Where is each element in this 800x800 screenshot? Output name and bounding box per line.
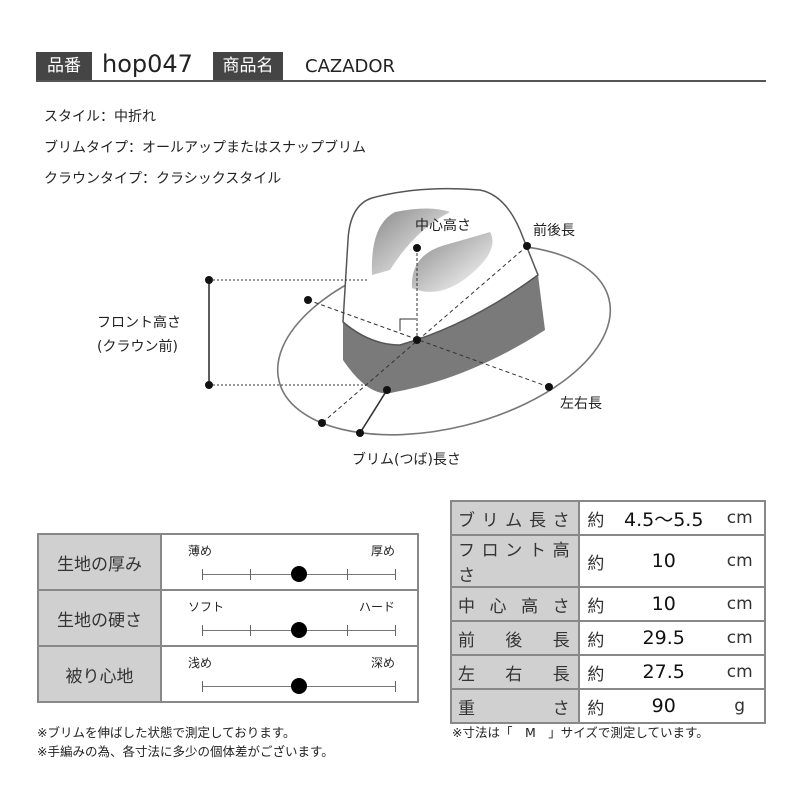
scale-tick	[202, 569, 203, 580]
product-name: CAZADOR	[305, 56, 396, 77]
fabric-label: 生地の厚み	[37, 533, 162, 591]
size-unit: cm	[715, 534, 766, 588]
scale-tick	[250, 625, 252, 636]
size-label: 重さ	[450, 688, 580, 724]
size-row: 左右長 約 27.5 cm	[450, 654, 766, 690]
fabric-scale: 浅め 深め	[160, 645, 419, 703]
fabric-label: 生地の硬さ	[37, 589, 162, 647]
scale-tick	[202, 681, 203, 692]
scale-marker	[290, 678, 307, 694]
note-size: ※寸法は「 M 」サイズで測定しています。	[452, 725, 709, 740]
size-unit: cm	[715, 654, 766, 690]
scale-tick	[395, 681, 396, 692]
header-divider	[36, 80, 766, 82]
size-value: 10	[612, 534, 716, 588]
label-front-back: 前後長	[533, 223, 575, 239]
fabric-row: 生地の硬さ ソフト ハード	[37, 589, 419, 647]
size-value: 29.5	[612, 620, 716, 656]
scale-max: ハード	[358, 600, 395, 614]
scale-min: 薄め	[188, 544, 213, 558]
label-front-height: フロント高さ	[97, 315, 181, 331]
size-label: 中心高さ	[450, 586, 580, 622]
size-value: 27.5	[612, 654, 716, 690]
size-value: 4.5〜5.5	[612, 500, 716, 536]
scale-tick	[395, 569, 396, 580]
size-row: 中心高さ 約 10 cm	[450, 586, 766, 622]
size-row: 重さ 約 90 g	[450, 688, 766, 724]
label-brim-length: ブリム(つば)長さ	[352, 452, 461, 468]
scale-tick	[395, 625, 396, 636]
size-unit: cm	[715, 620, 766, 656]
size-value: 90	[612, 688, 716, 724]
size-approx: 約	[577, 654, 613, 690]
label-left-right: 左右長	[560, 396, 602, 412]
scale-tick	[346, 625, 348, 636]
label-center-height: 中心高さ	[415, 218, 471, 234]
fabric-label: 被り心地	[37, 645, 162, 703]
scale-max: 厚め	[370, 544, 395, 558]
fabric-scale: 薄め 厚め	[160, 533, 419, 591]
fabric-row: 生地の厚み 薄め 厚め	[37, 533, 419, 591]
scale-tick	[250, 569, 252, 580]
size-row: 前後長 約 29.5 cm	[450, 620, 766, 656]
scale-marker	[290, 622, 307, 638]
size-value: 10	[612, 586, 716, 622]
label-front-height-sub: (クラウン前)	[97, 339, 178, 355]
note-handmade: ※手編みの為、各寸法に多少の個体差がございます。	[37, 744, 334, 759]
spec-brim-type: ブリムタイプ：オールアップまたはスナップブリム	[44, 140, 366, 156]
code-label: 品番	[36, 52, 92, 80]
size-label: ブリム長さ	[450, 500, 580, 536]
size-label: 左右長	[450, 654, 580, 690]
size-approx: 約	[577, 586, 613, 622]
size-unit: cm	[715, 586, 766, 622]
fabric-scale: ソフト ハード	[160, 589, 419, 647]
size-approx: 約	[577, 534, 613, 588]
scale-min: ソフト	[188, 600, 225, 614]
spec-crown-type: クラウンタイプ：クラシックスタイル	[44, 171, 282, 187]
scale-tick	[202, 625, 203, 636]
size-approx: 約	[577, 500, 613, 536]
fabric-table: 生地の厚み 薄め 厚め 生地の硬さ ソフト ハード 被り心地 浅め 深め	[37, 533, 419, 703]
crown-dent-left	[371, 208, 450, 275]
note-brim: ※ブリムを伸ばした状態で測定しております。	[37, 725, 296, 740]
size-label: 前後長	[450, 620, 580, 656]
product-code: hop047	[102, 50, 193, 78]
size-row: ブリム長さ 約 4.5〜5.5 cm	[450, 500, 766, 536]
scale-tick	[346, 569, 348, 580]
size-approx: 約	[577, 688, 613, 724]
scale-min: 浅め	[188, 656, 213, 670]
fabric-row: 被り心地 浅め 深め	[37, 645, 419, 703]
size-unit: cm	[715, 500, 766, 536]
scale-marker	[290, 566, 307, 582]
spec-style: スタイル：中折れ	[44, 109, 156, 125]
crown-dent-right	[411, 232, 493, 292]
size-approx: 約	[577, 620, 613, 656]
size-unit: g	[715, 688, 766, 724]
size-label: フロント高さ	[450, 534, 580, 588]
scale-max: 深め	[370, 656, 395, 670]
name-label: 商品名	[213, 52, 283, 80]
size-row: フロント高さ 約 10 cm	[450, 534, 766, 588]
